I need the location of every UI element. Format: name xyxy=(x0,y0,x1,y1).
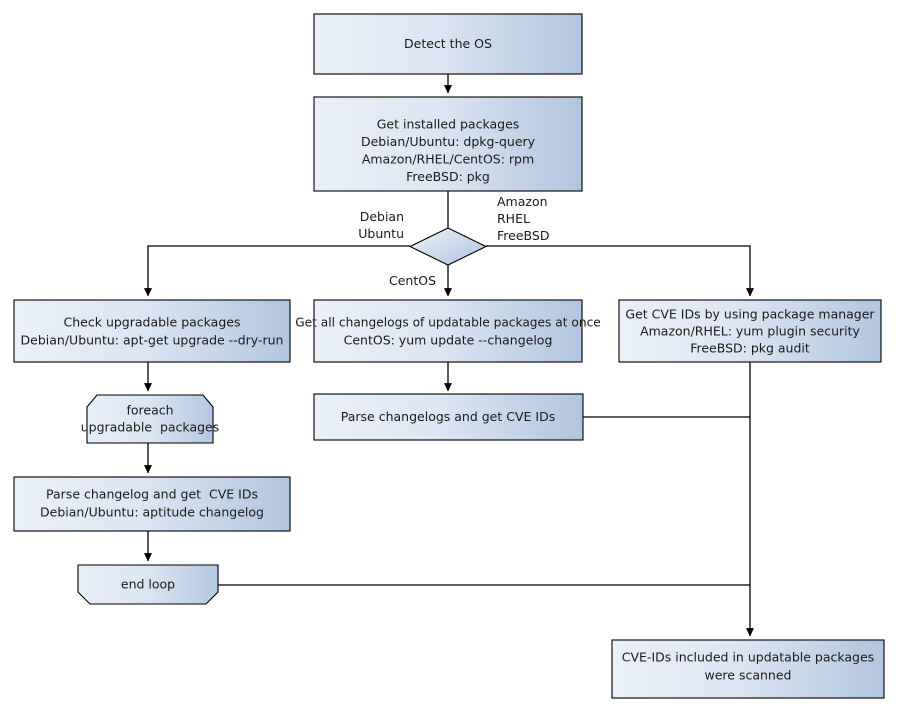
branch-ubuntu-label: Ubuntu xyxy=(358,226,404,241)
edge-label-debian-ubuntu: Debian Ubuntu xyxy=(358,209,404,241)
node-cve-ids-scanned[interactable]: CVE-IDs included in updatable packages w… xyxy=(611,639,885,699)
get-cve-ids-line-3: FreeBSD: pkg audit xyxy=(690,341,810,356)
branch-centos-label: CentOS xyxy=(389,273,436,288)
parse-changelogs-shape xyxy=(313,393,584,441)
node-parse-changelog-cve-ids[interactable]: Parse changelog and get CVE IDs Debian/U… xyxy=(13,476,291,532)
get-all-changelogs-line-1: Get all changelogs of updatable packages… xyxy=(295,316,601,330)
get-cve-ids-package-manager-shape xyxy=(618,299,882,363)
parse-changelog-shape xyxy=(13,476,291,532)
branch-freebsd-label: FreeBSD xyxy=(497,228,549,243)
end-loop-label: end loop xyxy=(121,577,175,592)
foreach-loop-line-2: upgradable packages xyxy=(81,420,220,435)
node-foreach-loop-start[interactable]: foreach upgradable packages xyxy=(81,394,220,444)
edge-decision-left-to-check-upgradable xyxy=(143,245,410,297)
cve-ids-scanned-shape xyxy=(611,639,885,699)
branch-debian-label: Debian xyxy=(360,209,404,224)
parse-changelogs-label: Parse changelogs and get CVE IDs xyxy=(341,409,555,424)
edge-decision-right-to-cve-package-manager xyxy=(486,245,755,297)
node-get-all-changelogs[interactable]: Get all changelogs of updatable packages… xyxy=(295,299,601,363)
get-all-changelogs-shape xyxy=(313,299,583,363)
node-check-upgradable-packages[interactable]: Check upgradable packages Debian/Ubuntu:… xyxy=(13,299,291,363)
node-detect-os[interactable]: Detect the OS xyxy=(313,13,583,75)
end-loop-shape xyxy=(77,564,219,605)
check-upgradable-packages-line-1: Check upgradable packages xyxy=(64,315,241,330)
get-installed-packages-line-2: Debian/Ubuntu: dpkg-query xyxy=(361,134,536,149)
check-upgradable-packages-shape xyxy=(13,299,291,363)
foreach-loop-start-shape xyxy=(86,394,214,444)
branch-amazon-label: Amazon xyxy=(497,194,548,209)
node-os-decision[interactable] xyxy=(408,227,488,266)
node-parse-changelogs-cve-ids[interactable]: Parse changelogs and get CVE IDs xyxy=(313,393,584,441)
cve-ids-scanned-line-2: were scanned xyxy=(705,668,792,683)
node-get-cve-ids-package-manager[interactable]: Get CVE IDs by using package manager Ama… xyxy=(618,299,882,363)
edge-label-centos: CentOS xyxy=(389,273,436,288)
node-get-installed-packages[interactable]: Get installed packages Debian/Ubuntu: dp… xyxy=(313,96,583,192)
parse-changelog-line-1: Parse changelog and get CVE IDs xyxy=(46,487,258,502)
os-decision-shape xyxy=(408,227,488,266)
get-cve-ids-line-1: Get CVE IDs by using package manager xyxy=(625,307,875,322)
check-upgradable-packages-line-2: Debian/Ubuntu: apt-get upgrade --dry-run xyxy=(21,333,284,348)
cve-ids-scanned-line-1: CVE-IDs included in updatable packages xyxy=(622,650,874,665)
node-end-loop[interactable]: end loop xyxy=(77,564,219,605)
detect-os-shape xyxy=(313,13,583,75)
foreach-loop-line-1: foreach xyxy=(126,403,173,418)
get-installed-packages-shape xyxy=(313,96,583,192)
get-installed-packages-line-3: Amazon/RHEL/CentOS: rpm xyxy=(362,152,534,167)
branch-rhel-label: RHEL xyxy=(497,211,530,226)
parse-changelog-line-2: Debian/Ubuntu: aptitude changelog xyxy=(40,505,264,520)
get-cve-ids-line-2: Amazon/RHEL: yum plugin security xyxy=(640,324,860,339)
get-installed-packages-line-4: FreeBSD: pkg xyxy=(406,169,490,184)
get-installed-packages-line-1: Get installed packages xyxy=(377,117,520,132)
edge-label-amazon-rhel-freebsd: Amazon RHEL FreeBSD xyxy=(497,194,549,243)
connector-layer xyxy=(143,74,755,637)
detect-os-label: Detect the OS xyxy=(404,36,492,51)
get-all-changelogs-line-2: CentOS: yum update --changelog xyxy=(344,333,553,348)
